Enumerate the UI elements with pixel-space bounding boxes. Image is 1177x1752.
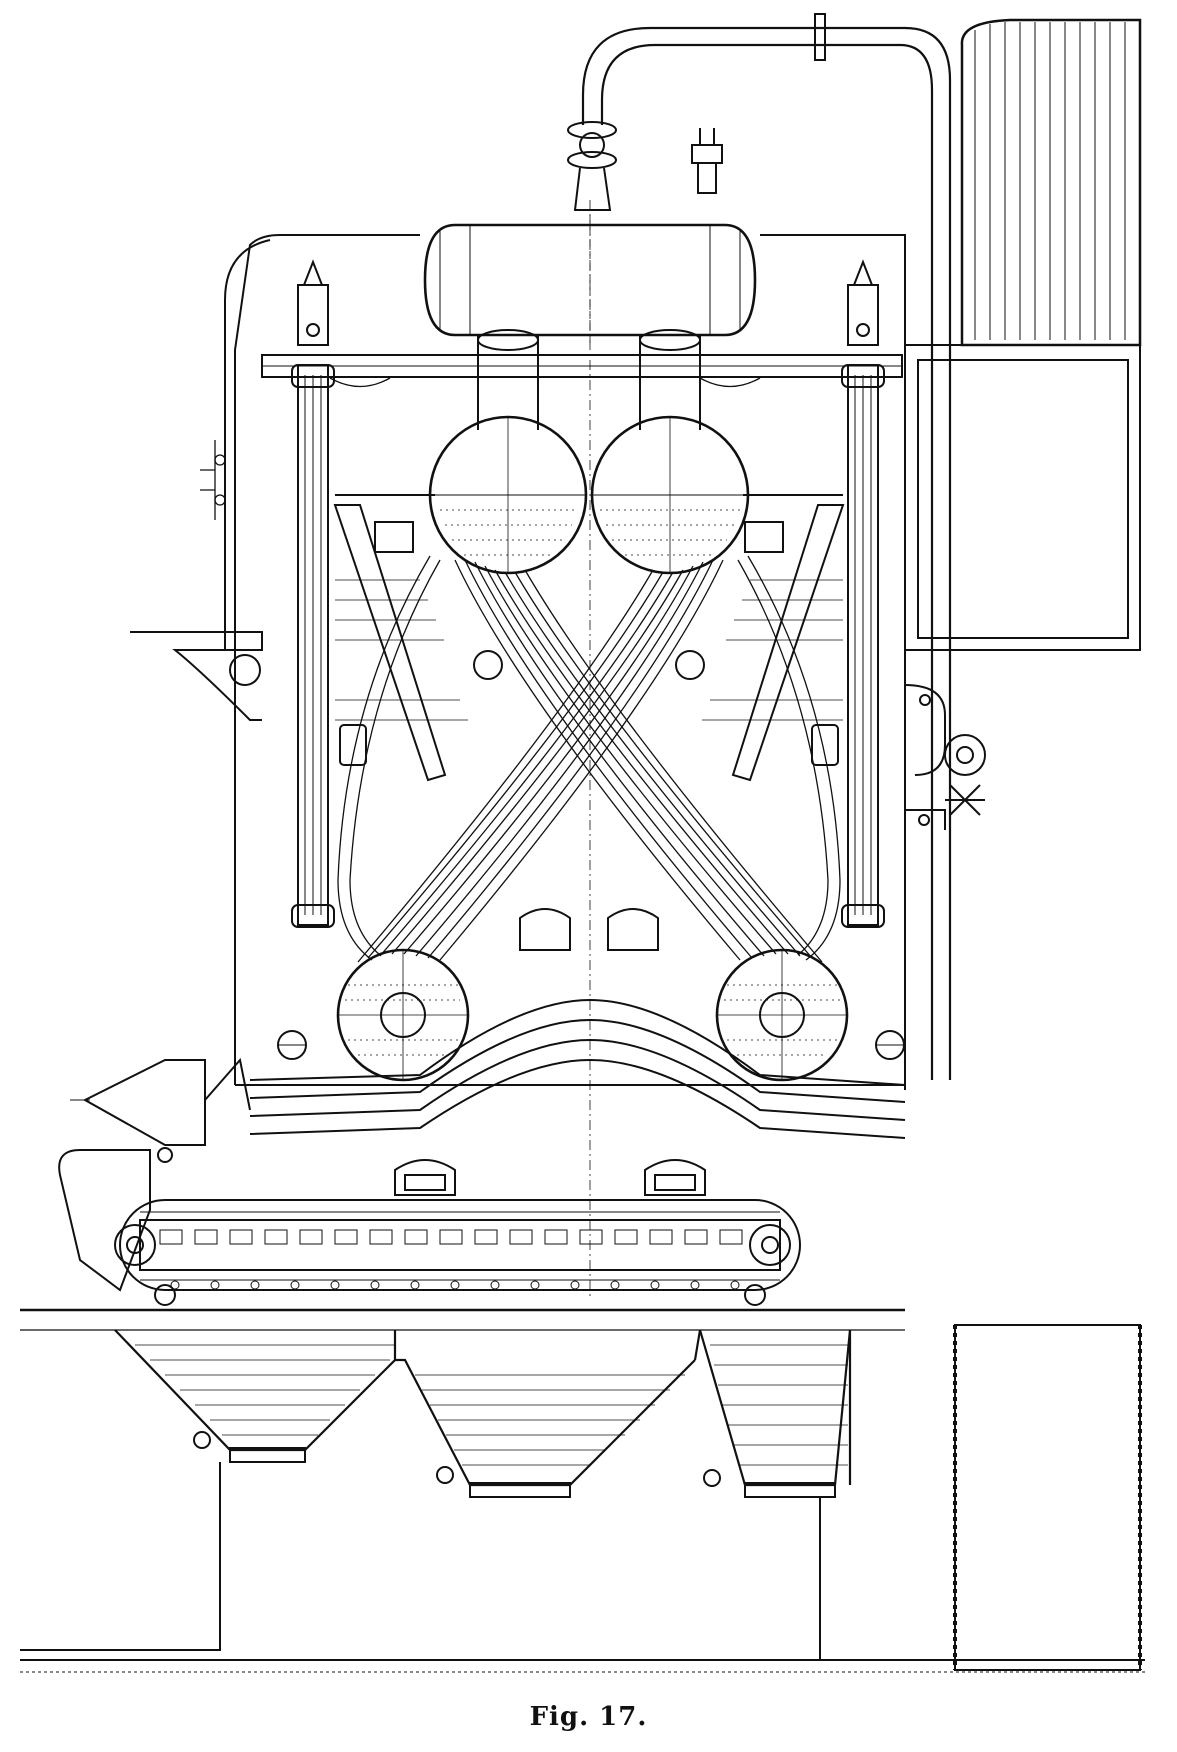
drum-connectors [478,330,700,430]
casing-right-panel [918,360,1128,638]
chain-grate-stoker [59,1150,800,1305]
sight-hole-left [474,651,502,679]
manhole-left-top [375,522,413,552]
boiler-casing-outline [235,235,905,1090]
brick-flue-right [955,1325,1140,1670]
lower-drum-right [717,950,847,1080]
left-header-column [292,365,334,927]
furnace-brick-hatching [335,580,843,720]
lamp-left [298,262,328,345]
furnace-door-right [608,909,658,950]
lamp-right [848,262,878,345]
upper-water-drum-right [592,417,748,573]
ash-hoppers [115,1330,850,1485]
outer-tube-loops [338,556,840,960]
stoker-door-right [645,1160,705,1195]
right-header-column [842,365,884,927]
manhole-left-mid [340,725,366,765]
steam-valve [568,122,616,210]
casing-left-curve [225,240,270,650]
sight-hole-right [676,651,704,679]
baffle-right [733,495,843,780]
manhole-right-top [745,522,783,552]
steam-pipe-flange [815,14,825,60]
manhole-right-mid [812,725,838,765]
stoker-door-left [395,1160,455,1195]
figure-caption: Fig. 17. [529,1702,648,1732]
tube-bank-left-to-right [455,560,822,962]
casing-right-frame [905,345,1140,650]
lower-drum-left [338,950,468,1080]
furnace-door-left [520,909,570,950]
ash-gates [194,1432,835,1497]
feed-valve-right [905,685,985,830]
baffle-left [335,495,445,780]
water-gauge [200,440,225,520]
furnace-arch [250,1000,905,1138]
safety-valve [692,128,722,193]
upper-water-drum-left [430,417,586,573]
chimney [962,20,1140,345]
steam-pipe [583,28,950,1080]
tube-bank-right-to-left [358,560,723,962]
coal-hopper [70,1060,250,1162]
platform-bracket [130,632,262,720]
top-girder [262,355,902,387]
foundation [20,1462,1145,1672]
